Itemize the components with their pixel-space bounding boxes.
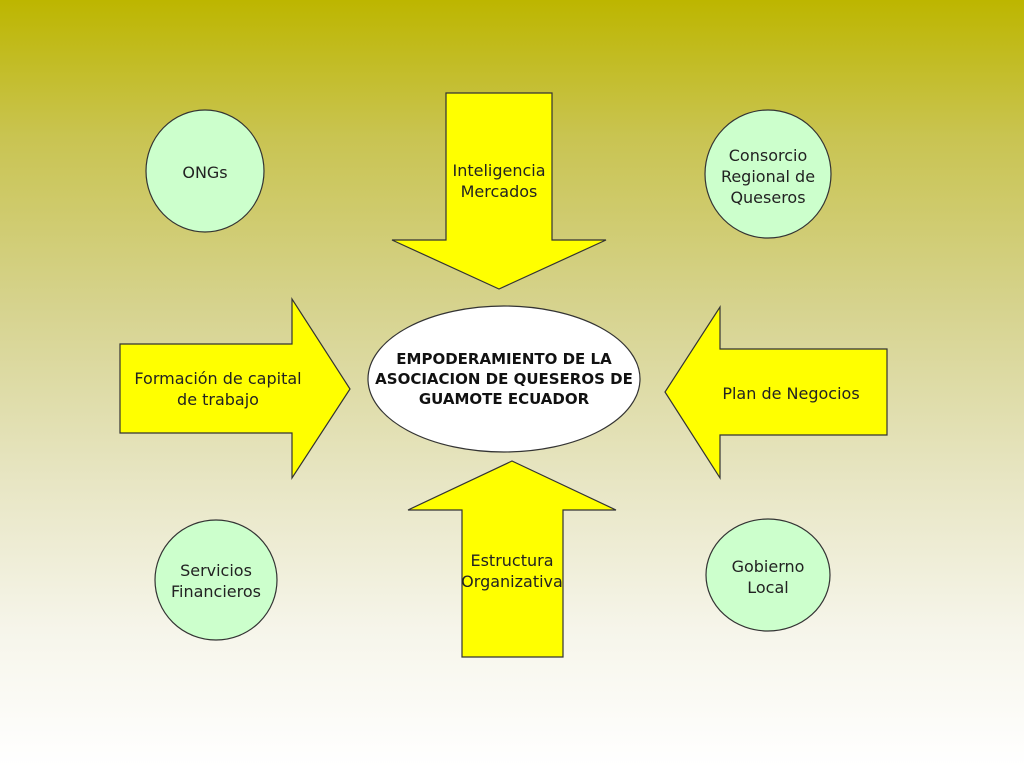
arrow-top-label: Inteligencia Mercados <box>452 161 546 201</box>
arrow-bottom <box>407 460 617 658</box>
center-ellipse <box>367 305 641 453</box>
circle-bottom-right <box>705 518 831 632</box>
arrow-left-label: Formación de capital de trabajo <box>134 369 302 409</box>
arrow-top <box>391 92 607 290</box>
circle-bottom-left-label: Servicios Financieros <box>170 561 261 601</box>
circle-bottom-right-label: Gobierno Local <box>731 557 805 597</box>
circle-bottom-left <box>154 519 278 641</box>
arrow-right <box>664 304 888 481</box>
arrow-left <box>119 296 351 481</box>
circle-top-left <box>145 109 265 233</box>
center-label: EMPODERAMIENTO DE LA ASOCIACION DE QUESE… <box>375 350 633 408</box>
arrow-bottom-label: Estructura Organizativa <box>461 551 563 591</box>
arrow-right-label: Plan de Negocios <box>722 383 860 403</box>
circle-top-right <box>704 109 832 239</box>
circle-top-right-label: Consorcio Regional de Queseros <box>720 145 816 207</box>
circle-top-left-label: ONGs <box>182 162 228 182</box>
